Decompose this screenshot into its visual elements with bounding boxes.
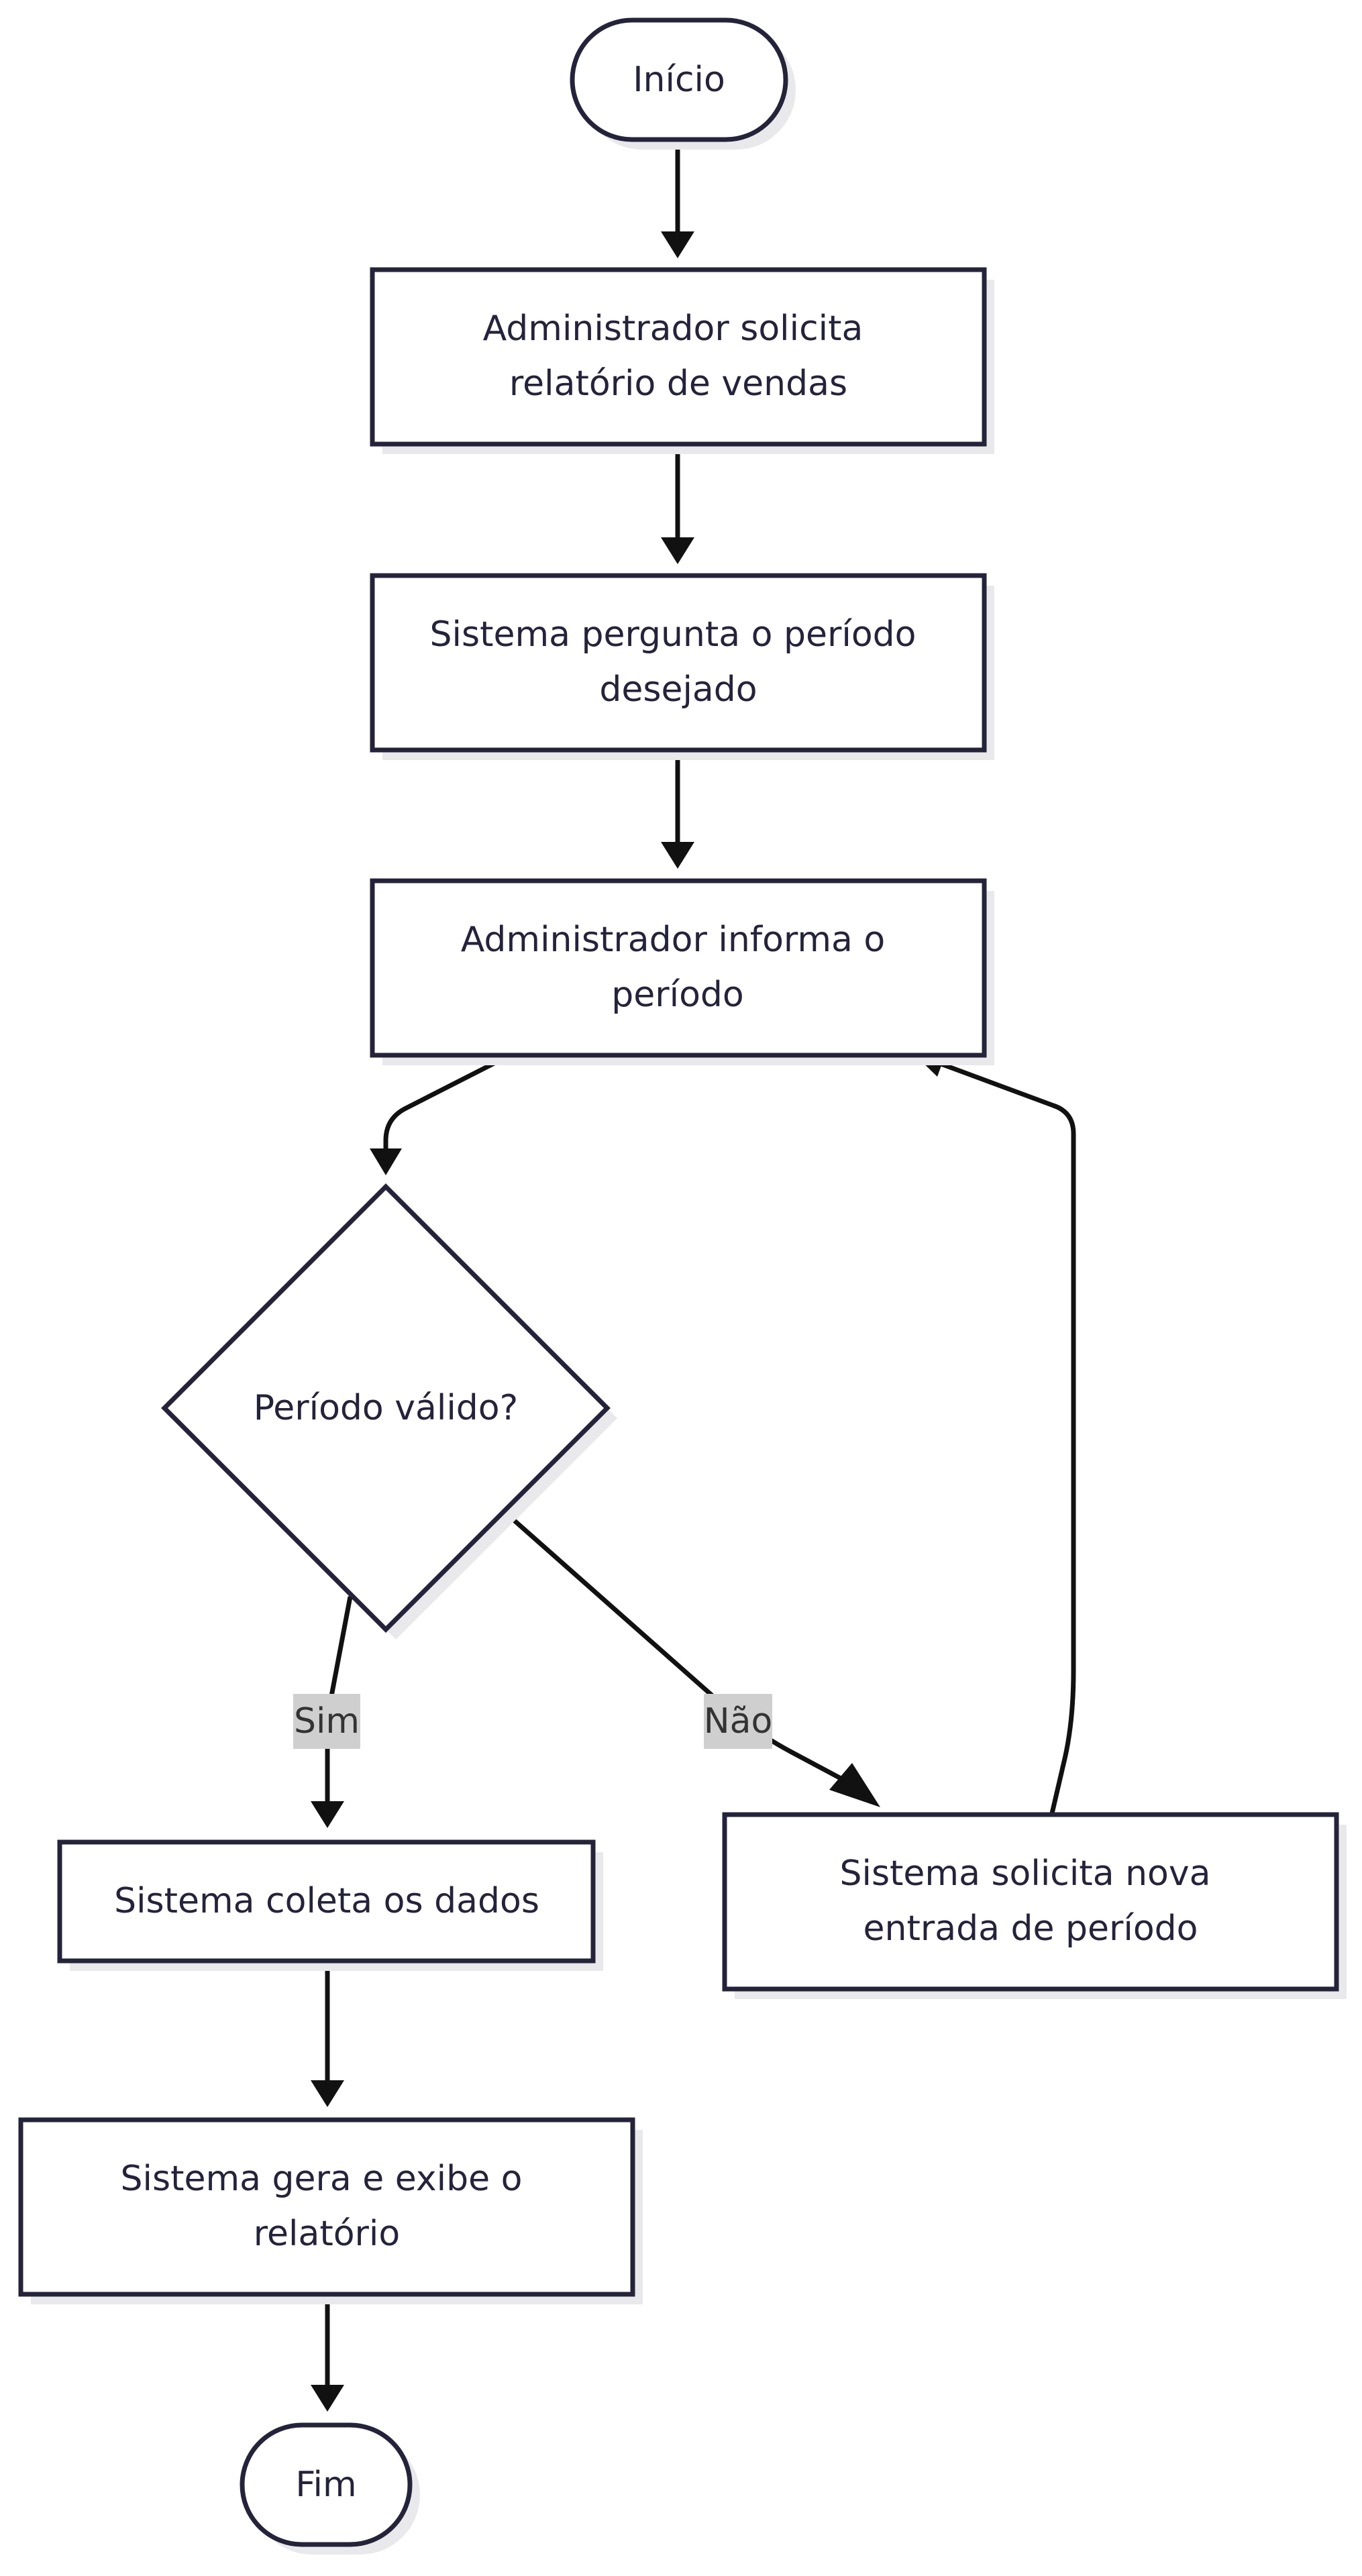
node-fim-shape [240,2422,413,2547]
edge-label-nao-text: Não [704,1701,773,1741]
node-coleta-shape [57,1839,596,1964]
node-solicita-shape [370,267,987,447]
node-decisao-shape [161,1183,611,1633]
node-inicio-shape [570,17,788,142]
edge-label-sim-text: Sim [294,1701,360,1741]
node-nova-entrada-line-2: entrada de período [863,1909,1198,1949]
edge-label-nao: Não [704,1694,773,1749]
edge-label-sim: Sim [293,1694,360,1749]
arrowhead-decisao [370,1148,402,1175]
node-inicio: Início [570,17,796,150]
edge-nova-entrada-to-informa [938,1061,1076,1814]
node-informa: Administrador informa o período [370,878,994,1065]
node-gera-shape [18,2117,635,2297]
edge-label-nao-bg [704,1694,772,1749]
arrowhead-pergunta [661,537,694,564]
arrowhead-coleta [311,1801,344,1828]
node-decisao: Período válido? [161,1183,617,1640]
edge-informa-to-decisao [383,1053,511,1150]
node-solicita: Administrador solicita relatório de vend… [370,267,994,454]
node-decisao-label: Período válido? [254,1388,518,1428]
arrowhead-informa [661,842,694,869]
node-informa-line-1: Administrador informa o [461,920,885,960]
node-gera-line-2: relatório [254,2214,400,2254]
arrowhead-solicita [661,231,694,258]
node-pergunta-line-1: Sistema pergunta o período [430,614,916,655]
arrowhead-nova-entrada [829,1763,880,1807]
node-fim-label: Fim [295,2465,356,2505]
node-informa-shape [370,878,987,1058]
node-gera-line-1: Sistema gera e exibe o [121,2159,523,2199]
node-coleta-label: Sistema coleta os dados [114,1881,539,1921]
node-nova-entrada: Sistema solicita nova entrada de período [722,1812,1347,1999]
node-solicita-line-2: relatório de vendas [509,364,847,404]
edge-label-sim-bg [293,1694,360,1749]
node-nova-entrada-shape [722,1812,1339,1992]
node-pergunta-line-2: desejado [599,669,757,710]
edge-decisao-to-nova-entrada [501,1509,843,1782]
node-informa-line-2: período [611,975,743,1015]
node-gera: Sistema gera e exibe o relatório [18,2117,643,2304]
node-coleta: Sistema coleta os dados [57,1839,603,1971]
node-fim: Fim [240,2422,420,2555]
arrowhead-fim [311,2385,344,2412]
node-pergunta-shape [370,573,987,753]
node-solicita-line-1: Administrador solicita [483,309,863,349]
node-pergunta: Sistema pergunta o período desejado [370,573,994,760]
arrowhead-gera [311,2080,344,2107]
node-inicio-label: Início [633,60,725,100]
node-nova-entrada-line-1: Sistema solicita nova [839,1854,1210,1894]
